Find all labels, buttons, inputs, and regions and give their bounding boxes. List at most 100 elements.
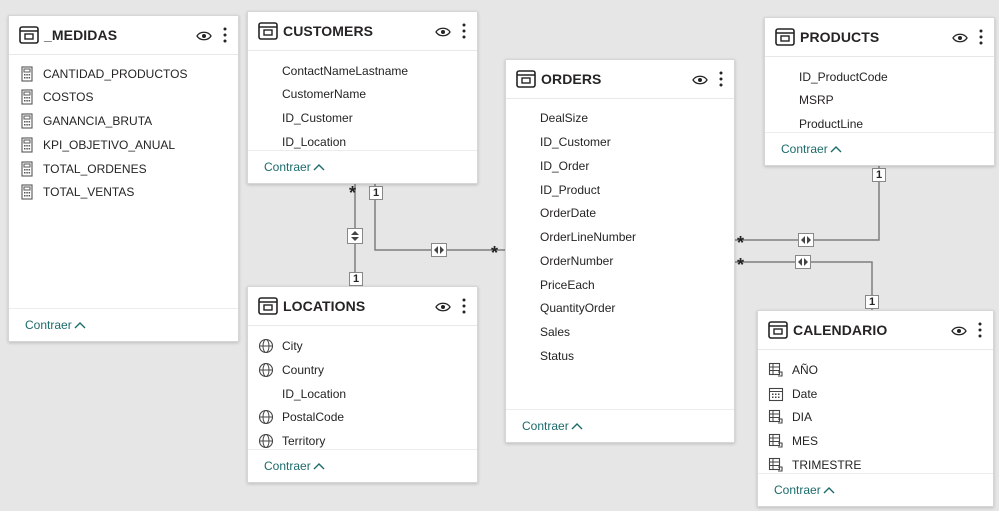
table-title: CALENDARIO (793, 322, 888, 338)
eye-icon[interactable] (435, 26, 451, 38)
field-item[interactable]: OrderNumber (506, 250, 734, 272)
field-label: ID_Product (540, 183, 601, 197)
field-label: MES (792, 434, 819, 448)
chevron-up-icon (830, 146, 842, 153)
field-item[interactable]: GANANCIA_BRUTA (9, 110, 238, 132)
eye-icon[interactable] (952, 32, 968, 44)
collapse-link[interactable]: Contraer (522, 419, 583, 433)
table-card-customers[interactable]: CUSTOMERS ContactNameLastname CustomerNa… (247, 11, 478, 184)
more-options-icon[interactable] (978, 28, 984, 46)
hierarchy-icon (768, 433, 783, 448)
more-options-icon[interactable] (222, 26, 228, 44)
collapse-link[interactable]: Contraer (25, 318, 86, 332)
field-item[interactable]: COSTOS (9, 86, 238, 108)
table-card-locations[interactable]: LOCATIONS City Country ID_Location Posta… (247, 286, 478, 483)
field-item[interactable]: PostalCode (248, 406, 477, 428)
field-item[interactable]: QuantityOrder (506, 297, 734, 319)
field-item[interactable]: DIA (758, 406, 993, 428)
card-header[interactable]: LOCATIONS (248, 287, 477, 326)
field-item[interactable]: ID_Location (248, 131, 477, 153)
field-label: Status (540, 349, 575, 363)
field-item[interactable]: OrderLineNumber (506, 226, 734, 248)
field-label: Territory (282, 434, 326, 448)
table-card-calendario[interactable]: CALENDARIO AÑO Date DIA MES TRIMESTRE Co… (757, 310, 994, 507)
table-card-products[interactable]: PRODUCTS ID_ProductCode MSRP ProductLine… (764, 17, 995, 166)
table-card-orders[interactable]: ORDERS DealSize ID_Customer ID_Order ID_… (505, 59, 735, 443)
field-item[interactable]: Status (506, 345, 734, 367)
collapse-link[interactable]: Contraer (264, 160, 325, 174)
chevron-up-icon (74, 322, 86, 329)
more-options-icon[interactable] (977, 321, 983, 339)
chevron-up-icon (571, 423, 583, 430)
table-icon (768, 321, 788, 339)
field-item[interactable]: ID_Order (506, 155, 734, 177)
bidirectional-filter-icon[interactable] (798, 233, 814, 247)
table-title: CUSTOMERS (283, 23, 374, 39)
field-item[interactable]: ID_Location (248, 383, 477, 405)
field-item[interactable]: Country (248, 359, 477, 381)
bidirectional-filter-icon[interactable] (431, 243, 447, 257)
field-item[interactable]: MES (758, 430, 993, 452)
collapse-link[interactable]: Contraer (774, 483, 835, 497)
field-item[interactable]: Territory (248, 430, 477, 452)
card-header[interactable]: ORDERS (506, 60, 734, 99)
cardinality-many-marker: * (737, 233, 745, 253)
eye-icon[interactable] (951, 325, 967, 337)
card-header[interactable]: CALENDARIO (758, 311, 993, 350)
hierarchy-icon (768, 362, 783, 377)
field-label: DIA (792, 410, 813, 424)
field-label: COSTOS (43, 90, 94, 104)
cardinality-one-marker: 1 (349, 272, 363, 286)
eye-icon[interactable] (196, 30, 212, 42)
card-footer: Contraer (9, 308, 238, 341)
field-item[interactable]: ID_ProductCode (765, 66, 994, 88)
field-item[interactable]: ContactNameLastname (248, 60, 477, 82)
field-label: TOTAL_VENTAS (43, 185, 135, 199)
field-label: OrderDate (540, 206, 597, 220)
more-options-icon[interactable] (718, 70, 724, 88)
field-item[interactable]: ID_Product (506, 179, 734, 201)
card-header[interactable]: CUSTOMERS (248, 12, 477, 51)
field-item[interactable]: Sales (506, 321, 734, 343)
table-icon (258, 22, 278, 40)
field-item[interactable]: OrderDate (506, 202, 734, 224)
bidirectional-filter-icon[interactable] (347, 228, 363, 244)
collapse-label: Contraer (25, 318, 72, 332)
collapse-link[interactable]: Contraer (781, 142, 842, 156)
cardinality-one-marker: 1 (369, 186, 383, 200)
globe-icon (258, 409, 274, 425)
field-item[interactable]: CustomerName (248, 83, 477, 105)
card-header[interactable]: _MEDIDAS (9, 16, 238, 55)
table-icon (775, 28, 795, 46)
field-item[interactable]: City (248, 335, 477, 357)
field-label: Date (792, 387, 818, 401)
chevron-up-icon (823, 487, 835, 494)
table-card-medidas[interactable]: _MEDIDAS CANTIDAD_PRODUCTOS COSTOS GANAN… (8, 15, 239, 342)
collapse-link[interactable]: Contraer (264, 459, 325, 473)
table-icon (516, 70, 536, 88)
field-item[interactable]: TOTAL_ORDENES (9, 158, 238, 180)
relationship-line-products-orders (735, 166, 880, 241)
field-item[interactable]: TRIMESTRE (758, 454, 993, 476)
eye-icon[interactable] (692, 74, 708, 86)
more-options-icon[interactable] (461, 297, 467, 315)
field-item[interactable]: KPI_OBJETIVO_ANUAL (9, 134, 238, 156)
field-item[interactable]: TOTAL_VENTAS (9, 181, 238, 203)
field-item[interactable]: DealSize (506, 107, 734, 129)
field-item[interactable]: ID_Customer (248, 107, 477, 129)
card-footer: Contraer (248, 150, 477, 183)
calculator-icon (21, 184, 33, 200)
field-label: OrderLineNumber (540, 230, 637, 244)
field-item[interactable]: ProductLine (765, 113, 994, 135)
field-item[interactable]: MSRP (765, 89, 994, 111)
hierarchy-icon (768, 457, 783, 472)
more-options-icon[interactable] (461, 22, 467, 40)
field-item[interactable]: Date (758, 383, 993, 405)
field-item[interactable]: AÑO (758, 359, 993, 381)
field-item[interactable]: ID_Customer (506, 131, 734, 153)
card-header[interactable]: PRODUCTS (765, 18, 994, 57)
bidirectional-filter-icon[interactable] (795, 255, 811, 269)
field-item[interactable]: PriceEach (506, 274, 734, 296)
eye-icon[interactable] (435, 301, 451, 313)
field-item[interactable]: CANTIDAD_PRODUCTOS (9, 63, 238, 85)
